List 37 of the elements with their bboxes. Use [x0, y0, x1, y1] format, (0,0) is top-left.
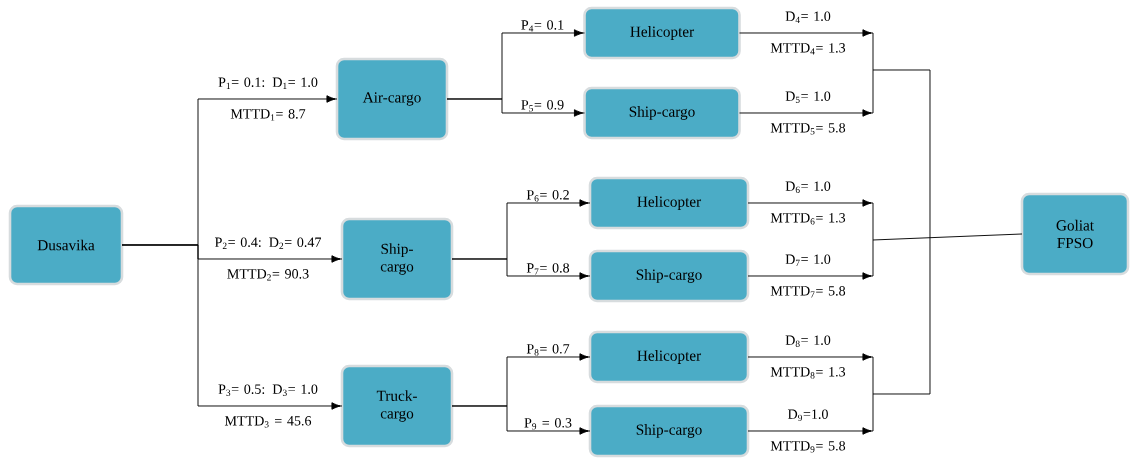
arrow	[747, 353, 874, 361]
process-box: Helicopter	[583, 6, 741, 60]
arrow	[451, 405, 591, 435]
edge-label: D$_{5}$= 1.0 MTTD$_{5}$= 5.8	[770, 91, 846, 135]
process-box: Dusavika	[8, 204, 124, 286]
merge-bracket	[872, 32, 1023, 432]
process-box: Truck- cargo	[340, 364, 454, 448]
arrow	[739, 109, 874, 117]
edge-label: D$_{9}$=1.0 MTTD$_{9}$= 5.8	[770, 409, 846, 453]
process-box: Air-cargo	[335, 57, 449, 141]
edge-label: P$_{8}$= 0.7	[526, 344, 570, 356]
arrow	[451, 258, 591, 280]
edge-label: D$_{4}$= 1.0 MTTD$_{4}$= 1.3	[770, 11, 846, 55]
edge-label: P$_{2}$= 0.4: D$_{2}$= 0.47 MTTD$_{2}$= 90.3	[215, 237, 321, 281]
edge-label: D$_{8}$= 1.0 MTTD$_{8}$= 1.3	[770, 335, 846, 379]
edge-label: P$_{6}$= 0.2	[526, 190, 569, 202]
edge-label: P$_{7}$= 0.8	[526, 263, 570, 275]
arrow	[747, 427, 874, 435]
edge-label: P$_{1}$= 0.1: D$_{1}$= 1.0 MTTD$_{1}$= 8.7	[218, 77, 318, 121]
arrow	[747, 199, 874, 207]
arrow	[446, 98, 585, 117]
process-box: Helicopter	[588, 176, 750, 230]
process-box: Ship- cargo	[340, 217, 454, 301]
process-box: Ship-cargo	[583, 86, 741, 140]
edge-label: D$_{7}$= 1.0 MTTD$_{7}$= 5.8	[770, 254, 846, 298]
arrow	[739, 29, 874, 37]
edge-label: P$_{3}$= 0.5: D$_{3}$= 1.0 MTTD$_{3}$ = 45.6	[218, 384, 318, 428]
arrow	[747, 272, 874, 280]
process-box: Ship-cargo	[588, 404, 750, 458]
edge-label: P$_{5}$= 0.9	[521, 100, 564, 112]
edge-label: P$_{4}$= 0.1	[521, 20, 564, 32]
process-box: Goliat FPSO	[1020, 192, 1130, 276]
arrow	[121, 244, 343, 410]
edge-label: D$_{6}$= 1.0 MTTD$_{6}$= 1.3	[770, 181, 846, 225]
edge-label: P$_{9}$ = 0.3	[524, 418, 572, 430]
process-box: Helicopter	[588, 330, 750, 384]
process-box: Ship-cargo	[588, 249, 750, 303]
